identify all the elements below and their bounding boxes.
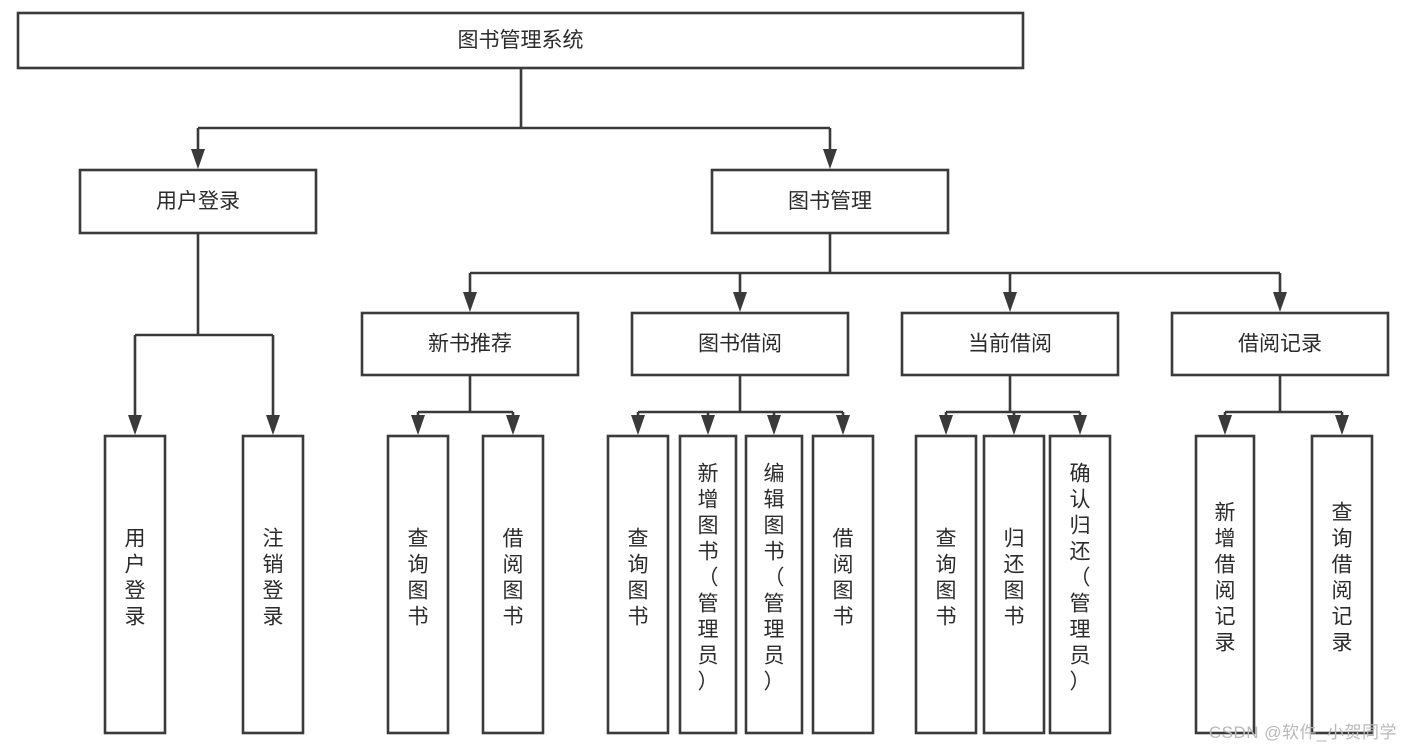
arrow-head-icon (506, 415, 520, 435)
arrow-head-icon (128, 415, 142, 435)
node-level3-1[interactable]: 图书借阅 (630, 311, 850, 377)
node-box[interactable] (481, 434, 545, 735)
node-box[interactable] (982, 434, 1046, 735)
node-root-0[interactable]: 图书管理系统 (16, 11, 1025, 70)
node-box[interactable] (360, 311, 580, 377)
node-label: 图书管理 (788, 190, 872, 213)
node-label: 新增图书（管理员） (698, 463, 719, 694)
connector-root-to-level2 (191, 68, 837, 169)
arrow-head-icon (1003, 292, 1017, 312)
node-leaf-0[interactable]: 用户登录 (103, 434, 167, 735)
node-box[interactable] (710, 168, 950, 235)
connector-new-book-to-leaves (411, 375, 520, 435)
node-box[interactable] (900, 311, 1120, 377)
node-box[interactable] (78, 168, 318, 235)
node-box[interactable] (606, 434, 670, 735)
node-label: 借阅图书 (833, 528, 854, 629)
node-box[interactable] (103, 434, 167, 735)
arrow-head-icon (463, 292, 477, 312)
node-level2-0[interactable]: 用户登录 (78, 168, 318, 235)
arrow-head-icon (1335, 415, 1349, 435)
node-box[interactable] (386, 434, 450, 735)
node-box[interactable] (630, 311, 850, 377)
node-level3-3[interactable]: 借阅记录 (1170, 311, 1390, 377)
node-leaf-11[interactable]: 新增借阅记录 (1194, 434, 1256, 735)
arrow-head-icon (939, 415, 953, 435)
node-label: 确认归还（管理员） (1070, 463, 1091, 694)
node-label: 新书推荐 (428, 333, 512, 356)
node-label: 归还图书 (1004, 528, 1025, 629)
node-level3-0[interactable]: 新书推荐 (360, 311, 580, 377)
node-box[interactable] (241, 434, 305, 735)
connector-user-login-to-leaves (128, 233, 280, 435)
node-box[interactable] (1048, 434, 1112, 735)
arrow-head-icon (767, 415, 781, 435)
node-layer: 图书管理系统用户登录图书管理新书推荐图书借阅当前借阅借阅记录用户登录注销登录查询… (16, 11, 1390, 735)
node-leaf-6[interactable]: 编辑图书（管理员） (744, 434, 804, 735)
connector-book-borrow-to-leaves (631, 375, 850, 435)
node-box[interactable] (1194, 434, 1256, 735)
connector-borrow-record-to-leaves (1218, 375, 1349, 435)
node-box[interactable] (678, 434, 738, 735)
node-box[interactable] (1170, 311, 1390, 377)
node-leaf-5[interactable]: 新增图书（管理员） (678, 434, 738, 735)
arrow-head-icon (1218, 415, 1232, 435)
node-label: 注销登录 (263, 528, 284, 629)
node-leaf-8[interactable]: 查询图书 (914, 434, 978, 735)
node-label: 编辑图书（管理员） (764, 463, 785, 694)
arrow-head-icon (631, 415, 645, 435)
node-box[interactable] (744, 434, 804, 735)
node-box[interactable] (16, 11, 1025, 70)
connector-book-mgmt-to-level3 (463, 233, 1287, 312)
node-leaf-10[interactable]: 确认归还（管理员） (1048, 434, 1112, 735)
node-leaf-1[interactable]: 注销登录 (241, 434, 305, 735)
arrow-head-icon (191, 149, 205, 169)
node-level3-2[interactable]: 当前借阅 (900, 311, 1120, 377)
node-leaf-4[interactable]: 查询图书 (606, 434, 670, 735)
node-leaf-3[interactable]: 借阅图书 (481, 434, 545, 735)
node-label: 查询图书 (408, 528, 429, 629)
arrow-head-icon (1007, 415, 1021, 435)
node-leaf-2[interactable]: 查询图书 (386, 434, 450, 735)
arrow-head-icon (411, 415, 425, 435)
connector-layer (128, 68, 1349, 435)
arrow-head-icon (836, 415, 850, 435)
node-leaf-7[interactable]: 借阅图书 (811, 434, 875, 735)
arrow-head-icon (701, 415, 715, 435)
node-leaf-12[interactable]: 查询借阅记录 (1310, 434, 1374, 735)
node-label: 查询借阅记录 (1332, 502, 1353, 655)
arrow-head-icon (1273, 292, 1287, 312)
node-label: 借阅记录 (1238, 333, 1322, 356)
node-label: 新增借阅记录 (1215, 502, 1236, 655)
node-leaf-9[interactable]: 归还图书 (982, 434, 1046, 735)
node-label: 用户登录 (125, 528, 146, 629)
node-label: 查询图书 (628, 528, 649, 629)
node-level2-1[interactable]: 图书管理 (710, 168, 950, 235)
node-label: 图书借阅 (698, 333, 782, 356)
node-label: 用户登录 (156, 190, 240, 213)
connector-current-borrow-to-leaves (939, 375, 1087, 435)
watermark-label: CSDN @软件_小贺同学 (1208, 723, 1397, 742)
node-box[interactable] (1310, 434, 1374, 735)
arrow-head-icon (1073, 415, 1087, 435)
node-label: 借阅图书 (503, 528, 524, 629)
arrow-head-icon (823, 149, 837, 169)
node-box[interactable] (811, 434, 875, 735)
arrow-head-icon (733, 292, 747, 312)
node-label: 图书管理系统 (458, 29, 584, 52)
arrow-head-icon (266, 415, 280, 435)
node-label: 当前借阅 (968, 333, 1052, 356)
node-box[interactable] (914, 434, 978, 735)
node-label: 查询图书 (936, 528, 957, 629)
